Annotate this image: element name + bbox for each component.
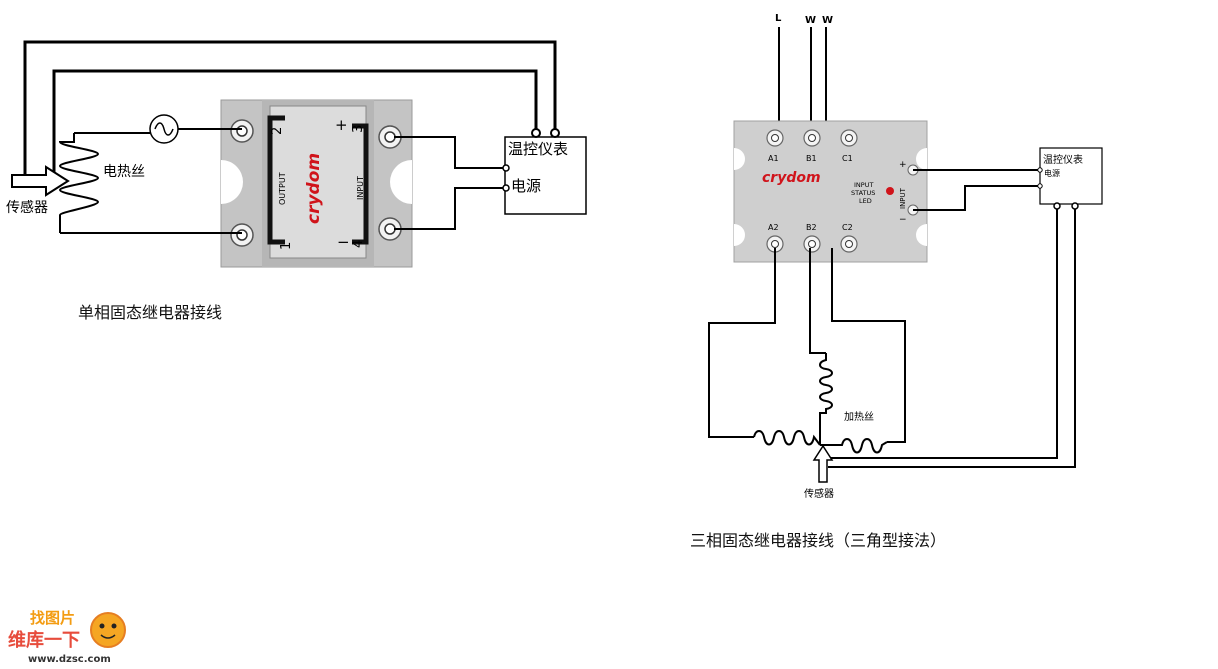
three-phase-relay: A1 B1 C1 A2 B2 C2 crydom INPUT STATUS LE… — [733, 120, 928, 263]
three-phase-caption: 三相固态继电器接线（三角型接法） — [690, 531, 946, 550]
output-label: OUTPUT — [278, 172, 287, 205]
sensor-label-3ph: 传感器 — [804, 487, 834, 500]
heater-coil-icon — [58, 133, 100, 233]
watermark-logo: 找图片 维库一下 www.dzsc.com — [8, 609, 126, 665]
a2-label: A2 — [768, 223, 779, 232]
input-label-3ph: INPUT — [899, 187, 907, 209]
status-line1: INPUT — [854, 181, 873, 189]
three-phase-diagram: L W W — [690, 13, 1103, 550]
ac-source-icon — [149, 114, 179, 144]
watermark-line2: 维库一下 — [8, 629, 80, 651]
input-label: INPUT — [356, 176, 365, 200]
single-phase-relay: 2 1 OUTPUT INPUT 3 4 + − crydom — [220, 99, 413, 268]
terminal-4-label: 4 — [351, 240, 366, 248]
b1-label: B1 — [806, 154, 817, 163]
sensor-label: 传感器 — [6, 199, 48, 216]
power-label-3ph: 电源 — [1044, 168, 1060, 178]
minus-sign-3ph: − — [899, 215, 907, 225]
brand-logo: crydom — [304, 153, 324, 224]
terminal-2-label: 2 — [270, 127, 285, 135]
heater-coil-left-icon — [753, 430, 821, 446]
controller-label: 温控仪表 — [508, 140, 568, 158]
plus-sign-3ph: + — [899, 160, 907, 170]
terminal-1-screw — [230, 223, 254, 247]
c2-label: C2 — [842, 223, 853, 232]
heater-label-3ph: 加热丝 — [844, 410, 874, 423]
line-W2-label: W — [822, 15, 833, 26]
heater-coil-vertical-icon — [819, 353, 833, 445]
heater-coil-right-icon — [820, 438, 888, 454]
status-led-icon — [886, 187, 894, 195]
terminal-3-label: 3 — [351, 125, 366, 133]
watermark-line1: 找图片 — [30, 609, 75, 627]
watermark-url: www.dzsc.com — [28, 654, 111, 665]
power-label: 电源 — [511, 177, 541, 195]
temperature-controller-box — [504, 136, 587, 215]
heater-label: 电热丝 — [103, 164, 145, 180]
controller-label-3ph: 温控仪表 — [1043, 153, 1083, 166]
status-line3: LED — [859, 197, 872, 205]
terminal-2-screw — [230, 119, 254, 143]
sensor-arrow-icon — [11, 165, 70, 197]
sensor-arrow-icon-3ph — [812, 444, 834, 483]
c1-label: C1 — [842, 154, 853, 163]
a1-label: A1 — [768, 154, 779, 163]
status-line2: STATUS — [851, 189, 875, 197]
single-phase-diagram: 2 1 OUTPUT INPUT 3 4 + − crydom 温控仪表 电源 … — [6, 40, 587, 322]
single-phase-caption: 单相固态继电器接线 — [78, 303, 222, 322]
b2-label: B2 — [806, 223, 817, 232]
plus-sign: + — [335, 116, 348, 134]
terminal-1-label: 1 — [279, 242, 294, 250]
brand-logo-3ph: crydom — [762, 170, 821, 186]
line-W1-label: W — [805, 15, 816, 26]
line-L-label: L — [775, 13, 782, 24]
temperature-controller-box-3ph — [1039, 147, 1103, 205]
minus-sign: − — [337, 233, 350, 251]
